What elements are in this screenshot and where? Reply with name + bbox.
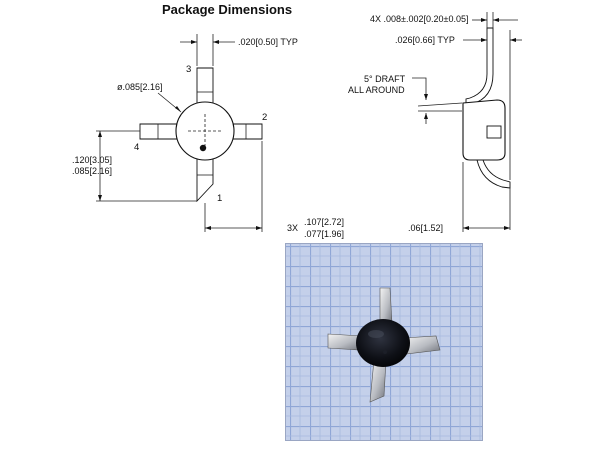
top-view: 3 2 4 1 .020[0.50] TYP ø.085[2.16] .120[… [72, 34, 344, 239]
pin-label-1: 1 [217, 193, 222, 204]
side-package-body [462, 99, 506, 161]
pin-label-3: 3 [186, 64, 191, 75]
drawing-title: Package Dimensions [162, 2, 292, 17]
draft-label-line1: 5° DRAFT [364, 74, 406, 84]
side-lead-upper [465, 27, 494, 106]
body-diameter-dimension: ø.085[2.16] [117, 82, 163, 92]
lead-pin-4 [139, 123, 179, 140]
side-lead-lower [476, 159, 511, 189]
lead-pin-1 [196, 157, 214, 203]
length-min-dimension: .085[2.16] [72, 166, 112, 176]
lead-thickness-dimension: 4X .008±.002[0.20±0.05] [370, 14, 468, 24]
pin1-marker-dot [199, 144, 207, 152]
length-max-dimension: .120[3.05] [72, 155, 112, 165]
lead-span-min: .077[1.96] [304, 229, 344, 239]
side-lead-tab [486, 125, 502, 139]
draft-label-line2: ALL AROUND [348, 85, 405, 95]
standoff-dimension: .06[1.52] [408, 223, 443, 233]
pin-label-2: 2 [262, 112, 267, 123]
pin-label-4: 4 [134, 142, 139, 153]
photo-package-body [356, 319, 410, 367]
lead-span-count: 3X [287, 223, 298, 233]
pin-width-dimension: .020[0.50] TYP [238, 37, 298, 47]
side-view: 4X .008±.002[0.20±0.05] .026[0.66] TYP 5… [348, 12, 522, 233]
lead-span-max: .107[2.72] [304, 217, 344, 227]
component-photo [285, 243, 483, 441]
lead-pitch-dimension: .026[0.66] TYP [395, 35, 455, 45]
component-photo-image [286, 244, 482, 440]
